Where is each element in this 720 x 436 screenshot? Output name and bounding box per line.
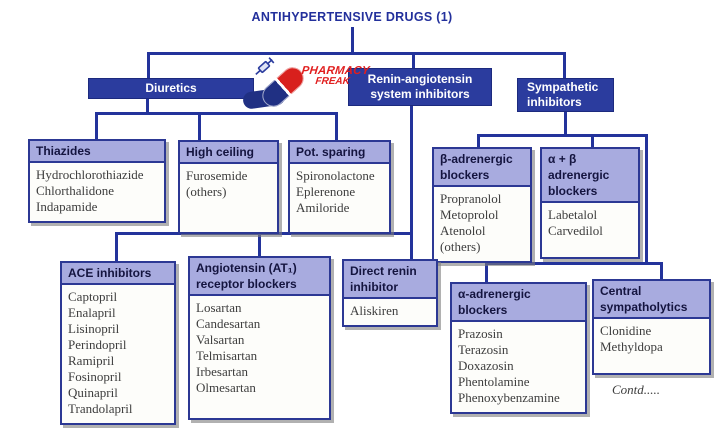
drug-item: Irbesartan (196, 364, 248, 379)
connector-line (115, 232, 118, 262)
drug-item: Phenoxybenzamine (458, 390, 560, 405)
node-label: Renin-angiotensin system inhibitors (367, 72, 473, 101)
drug-list: Furosemide(others) (180, 164, 277, 232)
connector-line (485, 262, 488, 283)
node-label: Sympathetic inhibitors (527, 80, 599, 109)
group-high-ceiling: High ceiling Furosemide(others) (178, 140, 279, 234)
drug-item: Losartan (196, 300, 242, 315)
node-label: Diuretics (145, 81, 197, 95)
drug-item: Perindopril (68, 337, 127, 352)
drug-item: Chlorthalidone (36, 183, 114, 198)
group-header: α + β adrenergic blockers (542, 149, 638, 203)
group-header: Thiazides (30, 141, 164, 163)
drug-item: Clonidine (600, 323, 652, 338)
connector-line (660, 262, 663, 280)
logo-text: PHARMACY FREAK (300, 65, 370, 87)
connector-line (258, 232, 261, 257)
group-header: ACE inhibitors (62, 263, 174, 285)
group-header: β-adrenergic blockers (434, 149, 530, 187)
drug-item: Hydrochlorothiazide (36, 167, 144, 182)
drug-item: Terazosin (458, 342, 509, 357)
drug-item: Doxazosin (458, 358, 514, 373)
connector-line (410, 105, 413, 260)
drug-item: Aliskiren (350, 303, 399, 318)
connector-line (591, 134, 594, 148)
connector-line (412, 52, 415, 69)
drug-item: Methyldopa (600, 339, 663, 354)
drug-item: Furosemide (186, 168, 248, 183)
group-header: Direct renin inhibitor (344, 261, 436, 299)
drug-list: Aliskiren (344, 299, 436, 325)
node-sympathetic-inhibitors: Sympathetic inhibitors (517, 78, 614, 112)
drug-item: Quinapril (68, 385, 118, 400)
drug-item: Valsartan (196, 332, 245, 347)
group-direct-renin-inhibitor: Direct renin inhibitor Aliskiren (342, 259, 438, 327)
drug-item: Atenolol (440, 223, 486, 238)
connector-line (335, 112, 338, 141)
group-header: Central sympatholytics (594, 281, 709, 319)
drug-item: Carvedilol (548, 223, 603, 238)
connector-line (147, 52, 150, 79)
continued-note: Contd..... (612, 382, 661, 397)
drug-item: Indapamide (36, 199, 98, 214)
connector-line (564, 110, 567, 136)
connector-line (95, 112, 98, 140)
drug-item: Phentolamine (458, 374, 530, 389)
node-renin-angiotensin-system-inhibitors: Renin-angiotensin system inhibitors (348, 68, 492, 106)
group-header: Angiotensin (AT₁) receptor blockers (190, 258, 329, 296)
syringe-icon (255, 57, 275, 75)
connector-line (477, 134, 648, 137)
group-angiotensin-receptor-blockers: Angiotensin (AT₁) receptor blockers Losa… (188, 256, 331, 420)
drug-item: Trandolapril (68, 401, 133, 416)
diagram-title: ANTIHYPERTENSIVE DRUGS (1) (251, 10, 453, 24)
connector-line (146, 99, 149, 114)
connector-line (198, 112, 201, 141)
drug-item: Ramipril (68, 353, 115, 368)
drug-item: Eplerenone (296, 184, 356, 199)
drug-item: Prazosin (458, 326, 503, 341)
group-header: α-adrenergic blockers (452, 284, 585, 322)
connector-line (147, 52, 566, 55)
drug-item: Propranolol (440, 191, 502, 206)
group-header: Pot. sparing (290, 142, 389, 164)
drug-item: Candesartan (196, 316, 261, 331)
drug-item: Metoprolol (440, 207, 499, 222)
drug-item: Fosinopril (68, 369, 122, 384)
connector-line (477, 134, 480, 148)
pharmacy-freak-logo: PHARMACY FREAK (242, 57, 373, 122)
drug-item: Amiloride (296, 200, 350, 215)
connector-line (351, 27, 354, 53)
node-diuretics: Diuretics (88, 78, 254, 99)
drug-item: Labetalol (548, 207, 598, 222)
drug-item: Enalapril (68, 305, 116, 320)
drug-item: (others) (440, 239, 481, 254)
drug-item: (others) (186, 184, 227, 199)
drug-item: Telmisartan (196, 348, 258, 363)
connector-line (485, 262, 663, 265)
drug-item: Spironolactone (296, 168, 375, 183)
connector-line (95, 112, 338, 115)
drug-item: Lisinopril (68, 321, 120, 336)
connector-line (645, 134, 648, 265)
group-header: High ceiling (180, 142, 277, 164)
drug-item: Captopril (68, 289, 118, 304)
drug-item: Olmesartan (196, 380, 256, 395)
connector-line (563, 52, 566, 78)
logo-line2: FREAK (314, 76, 351, 87)
